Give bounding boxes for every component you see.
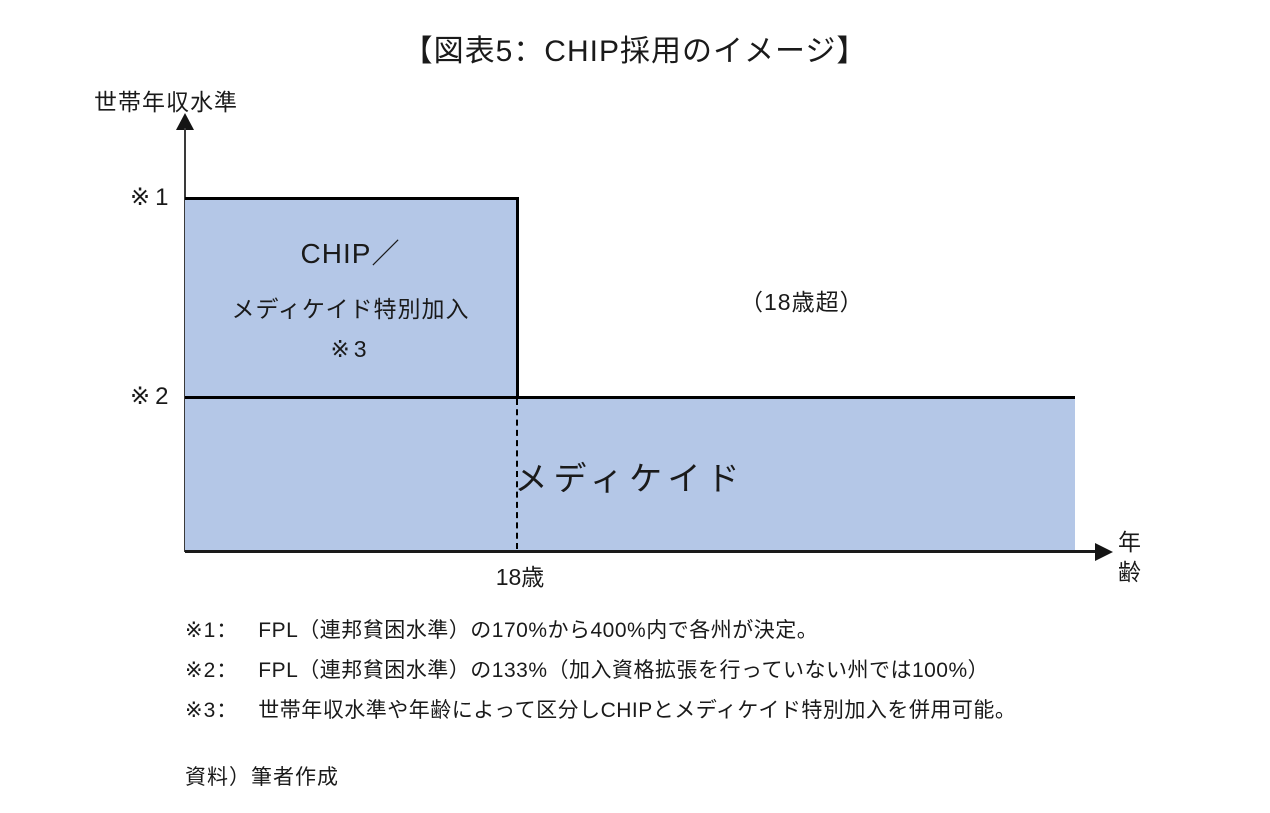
- x-axis-line: [185, 550, 1097, 553]
- footnote-3-label: ※3：: [185, 699, 239, 723]
- y-axis-label: 世帯年収水準: [94, 89, 238, 115]
- chip-region-footnote-ref: ※3: [330, 336, 371, 362]
- medicaid-region: メディケイド: [185, 396, 1075, 552]
- footnote-2: ※2： FPL（連邦貧困水準）の133%（加入資格拡張を行っていない州では100…: [185, 658, 1016, 683]
- y-axis-arrow-icon: [176, 113, 194, 130]
- x-tick-label-18: 18歳: [495, 564, 545, 590]
- y-marker-1: ※1: [130, 184, 174, 211]
- medicaid-region-label: メディケイド: [514, 459, 746, 497]
- footnote-1-label: ※1：: [185, 619, 239, 642]
- y-marker-2: ※2: [130, 383, 174, 410]
- chip-region-subtitle: メディケイド特別加入: [231, 296, 470, 322]
- chip-region-title: CHIP／: [300, 238, 401, 269]
- source-note: 資料）筆者作成: [185, 766, 339, 789]
- footnote-2-text: FPL（連邦貧困水準）の133%（加入資格拡張を行っていない州では100%）: [258, 659, 990, 683]
- chip-region: CHIP／ メディケイド特別加入 ※3: [185, 197, 519, 396]
- age-over-18-note: （18歳超）: [740, 289, 864, 315]
- footnotes: ※1： FPL（連邦貧困水準）の170%から400%内で各州が決定。 ※2： F…: [185, 618, 1016, 724]
- footnote-2-label: ※2：: [185, 659, 239, 683]
- footnote-3: ※3： 世帯年収水準や年齢によって区分しCHIPとメディケイド特別加入を併用可能…: [185, 698, 1016, 723]
- figure-title: 【図表5：CHIP採用のイメージ】: [402, 35, 868, 68]
- footnote-3-text: 世帯年収水準や年齢によって区分しCHIPとメディケイド特別加入を併用可能。: [258, 699, 1017, 723]
- x-axis-label: 年齢: [1118, 529, 1141, 585]
- footnote-1: ※1： FPL（連邦貧困水準）の170%から400%内で各州が決定。: [185, 618, 1016, 643]
- age-18-dashed-divider: [516, 399, 518, 549]
- x-axis-arrow-icon: [1095, 543, 1113, 561]
- footnote-1-text: FPL（連邦貧困水準）の170%から400%内で各州が決定。: [258, 619, 819, 642]
